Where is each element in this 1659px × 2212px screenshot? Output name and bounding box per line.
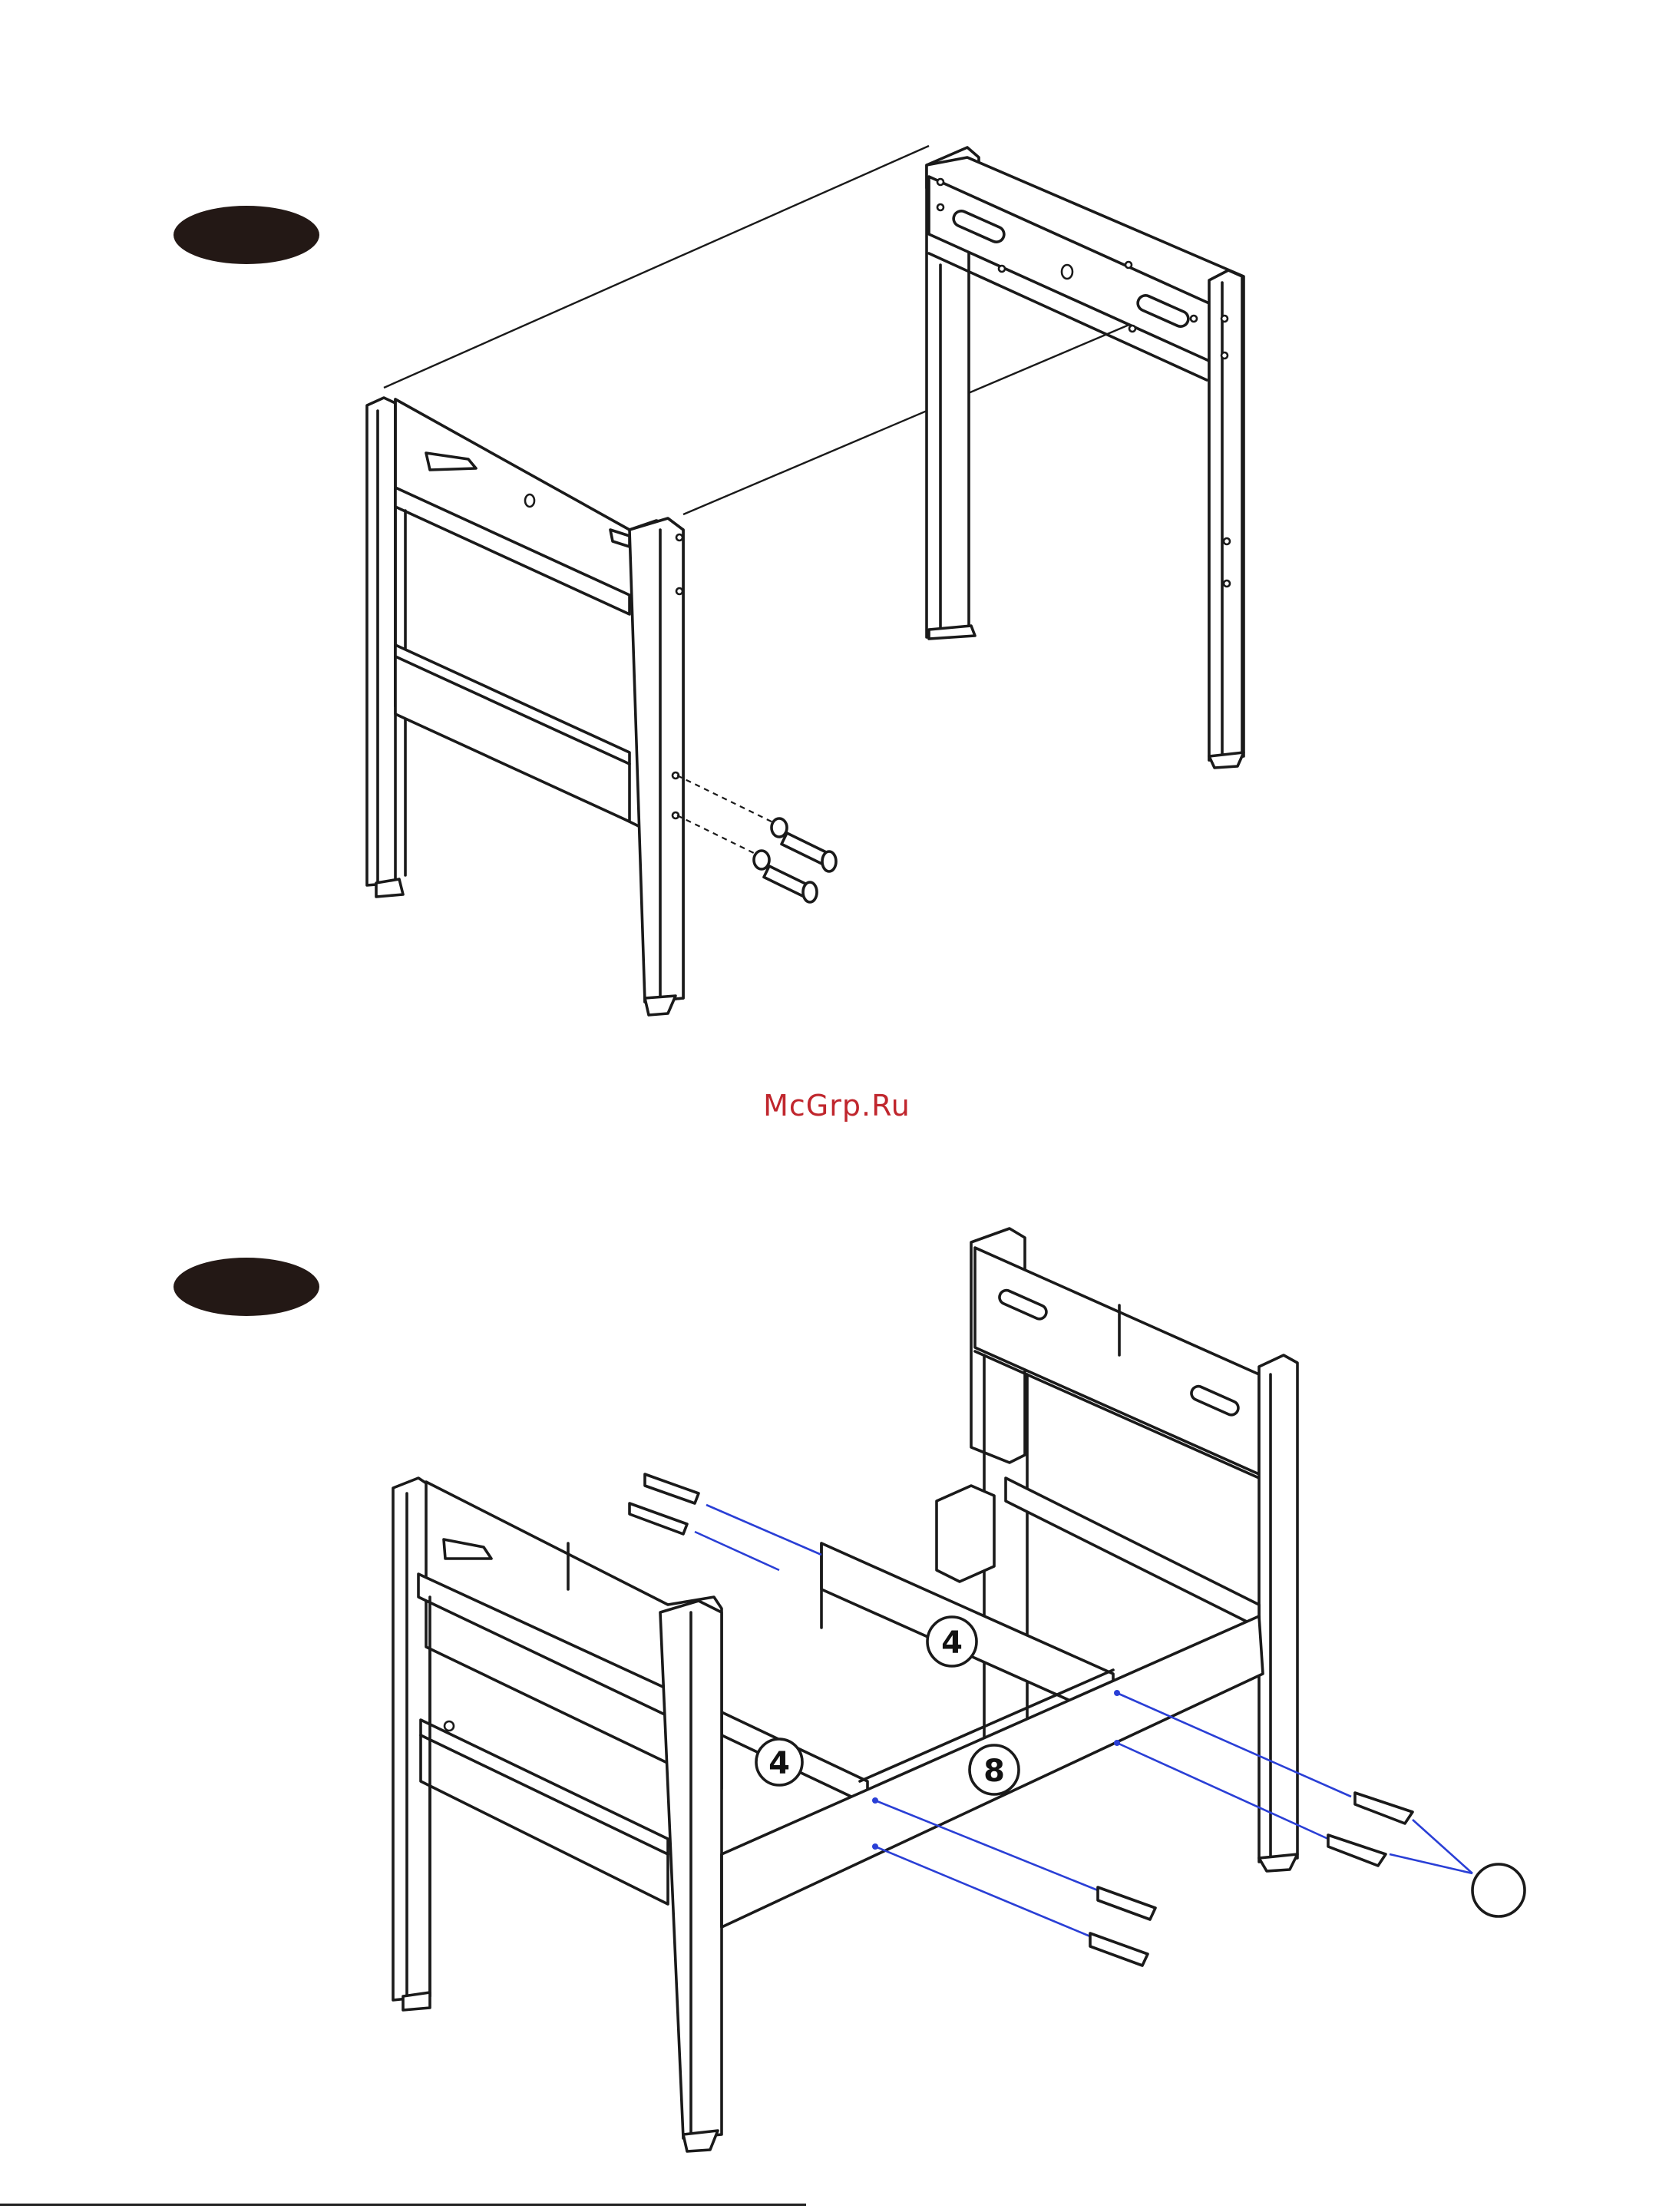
part-label-4-left: 4 <box>756 1739 802 1785</box>
part-label-8: 8 <box>970 1745 1019 1794</box>
parts-reference-circle <box>1472 1864 1525 1916</box>
part-label-4-right: 4 <box>927 1617 977 1666</box>
screw-4 <box>1328 1835 1386 1866</box>
svg-text:4: 4 <box>941 1625 963 1661</box>
screw-6 <box>1090 1933 1148 1966</box>
svg-text:8: 8 <box>983 1754 1005 1789</box>
near-leg-frame-2 <box>393 1478 722 2151</box>
svg-text:4: 4 <box>768 1746 790 1781</box>
screw-3 <box>1355 1793 1413 1823</box>
back-rail <box>1006 1478 1259 1628</box>
screw-2 <box>630 1503 687 1534</box>
screw-5 <box>1098 1887 1155 1919</box>
bottom-rule <box>0 2204 806 2206</box>
back-bracket <box>937 1486 994 1582</box>
screw-1 <box>645 1474 699 1503</box>
